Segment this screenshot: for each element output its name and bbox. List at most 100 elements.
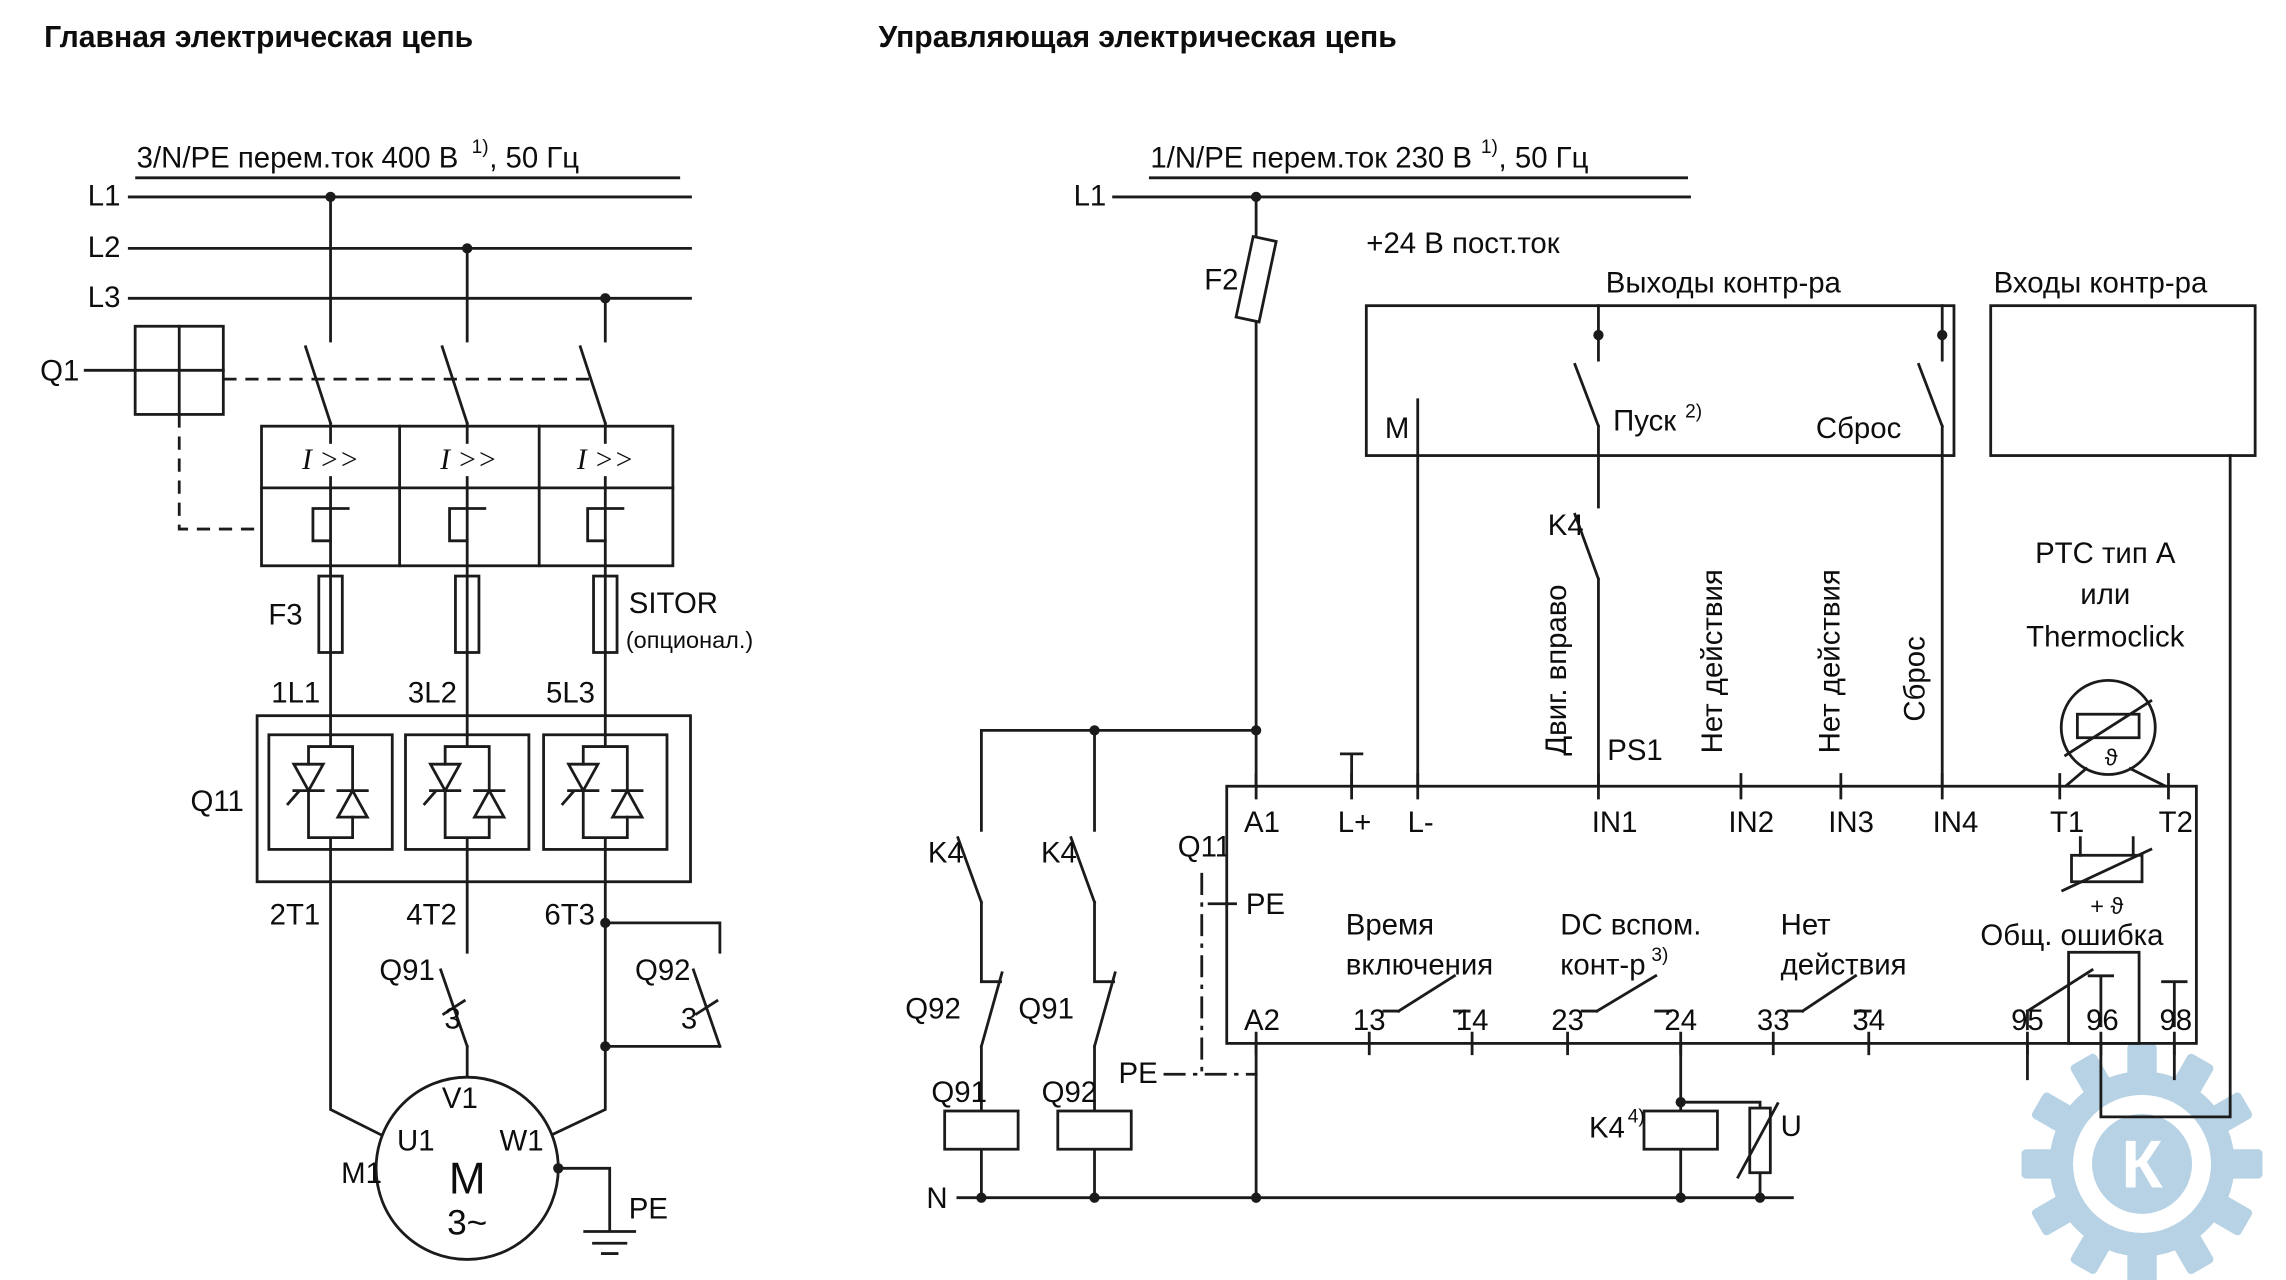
controller-reset-label: Сброс	[1816, 412, 1901, 445]
varistor-body	[1748, 1106, 1772, 1175]
branch-b-wires	[1069, 728, 1117, 1200]
fuses-f3: F3 SITOR (опционал.)	[268, 574, 753, 718]
contactor-ref: Q91	[379, 954, 435, 987]
overcurrent-label: I >>	[576, 444, 634, 476]
contact-33-34	[1786, 973, 1872, 1014]
controller-start-label: Пуск	[1613, 405, 1676, 438]
junction-dot	[1089, 1192, 1100, 1203]
overcurrent-label: I >>	[301, 444, 359, 476]
fn-dc-aux-footnote: 3)	[1651, 945, 1668, 966]
fault-contact-frame	[2067, 950, 2141, 1045]
controller-outputs-title: Выходы контр-ра	[1606, 266, 1842, 299]
controller-m-label: M	[1385, 412, 1409, 445]
coil-q91	[943, 1109, 1020, 1151]
ptc-sensor: PTC тип A или Thermoclick ϑ	[2026, 537, 2185, 789]
junction-dot	[1250, 1192, 1262, 1203]
terminal-24: 24	[1664, 1004, 1697, 1037]
terminal-23: 23	[1551, 1004, 1584, 1037]
k4-contact-ref: K4	[1548, 509, 1584, 542]
trip-unit-dividers	[260, 424, 675, 568]
terminal-95: 95	[2011, 1004, 2044, 1037]
trip-release-hooks	[311, 507, 625, 543]
fuse-conductors	[329, 574, 607, 718]
label-mask	[295, 443, 366, 477]
softstarter-box	[255, 714, 692, 884]
junction-dot	[1250, 725, 1262, 736]
signal-in2-label: Нет действия	[1696, 569, 1729, 753]
contactor-poles: 3	[444, 1003, 460, 1036]
thermistor-resistor	[2070, 853, 2144, 884]
motor-feeders: Q91 3 Q92 3	[329, 880, 722, 1137]
softstarter-ref: Q11	[191, 785, 244, 818]
fn-on-time-1: Время	[1346, 909, 1434, 942]
junction-dot	[600, 1041, 611, 1052]
motor-m1: V1 U1 W1 M 3~ M1	[341, 1075, 560, 1261]
sitor-label: SITOR	[629, 587, 718, 620]
varistor-arrow	[1736, 1101, 1780, 1180]
terminal-in1: IN1	[1592, 806, 1638, 839]
fuse-body	[592, 574, 619, 654]
terminal-label: 4T2	[406, 898, 457, 931]
controller-start-footnote: 2)	[1685, 401, 1702, 422]
signal-ps1-label: PS1	[1607, 734, 1663, 767]
label-mask	[570, 443, 641, 477]
fuse-body-f2	[1234, 234, 1278, 324]
breaker-actuator-cross	[133, 324, 225, 416]
feeder-u1	[329, 880, 383, 1137]
gear-ring	[2049, 1071, 2235, 1257]
fn-dc-aux-1: DC вспом.	[1560, 909, 1701, 942]
terminal-label: 5L3	[546, 676, 595, 709]
label-mask	[433, 443, 504, 477]
terminal-t2: T2	[2159, 806, 2193, 839]
softstarter-q11-power: Q11	[191, 714, 692, 884]
ptc-label-2: или	[2080, 578, 2130, 611]
main-supply-label: 3/N/PE перем.ток 400 В	[137, 142, 459, 175]
control-supply-footnote: 1)	[1481, 137, 1498, 158]
q91-coil-ref: Q91	[931, 1076, 987, 1109]
contactor-poles: 3	[681, 1003, 697, 1036]
bottom-wiring: K4 4) U N	[926, 454, 2232, 1215]
terminal-lminus: L-	[1408, 806, 1434, 839]
pe-label: PE	[629, 1192, 668, 1225]
trip-unit-box	[260, 424, 675, 568]
device-ref: Q11	[1178, 831, 1231, 864]
interlock-branches: K4 K4 Q92 Q91 Q91 Q92	[905, 725, 1262, 1200]
terminal-in2: IN2	[1728, 806, 1774, 839]
earth-icon	[556, 1166, 637, 1255]
thyristor-pair	[542, 714, 669, 884]
sitor-note: (опционал.)	[626, 627, 753, 653]
q92-nc-ref: Q92	[905, 992, 961, 1025]
pe-dashdot	[1163, 872, 1258, 1076]
phase-rails	[127, 195, 692, 300]
controller-inputs-title: Входы контр-ра	[1994, 266, 2208, 299]
lplus-stub	[1339, 752, 1364, 788]
overcurrent-label: I >>	[439, 444, 497, 476]
watermark-logo: К	[2021, 1043, 2263, 1280]
contact-23-24	[1580, 973, 1672, 1013]
terminal-13: 13	[1353, 1004, 1386, 1037]
start-column-wire	[1573, 304, 1601, 788]
fn-on-time-2: включения	[1346, 948, 1493, 981]
main-circuit: Главная электрическая цепь 3/N/PE перем.…	[40, 21, 753, 1261]
terminal-label: 6T3	[544, 898, 595, 931]
terminal-98: 98	[2159, 1004, 2192, 1037]
contact-95-96-98	[2025, 967, 2188, 1031]
junction-dot	[1937, 329, 1948, 341]
control-circuit: Управляющая электрическая цепь L1 1/N/PE…	[879, 21, 2257, 1215]
fuse-body	[454, 574, 481, 654]
terminal-label: 2T1	[270, 898, 321, 931]
rail-label-l2: L2	[88, 231, 121, 264]
control-supply-rail	[1112, 176, 1691, 199]
junction-dot	[1593, 329, 1604, 341]
fn-fault: Общ. ошибка	[1980, 919, 2164, 952]
sensor-resistor	[2075, 712, 2141, 740]
feeder-v1-q91	[438, 880, 469, 1079]
branch-a-wires	[956, 728, 1004, 1200]
dc-supply-label: +24 В пост.ток	[1366, 227, 1559, 260]
fuse-ref: F3	[268, 599, 302, 632]
fn-no-action-1: Нет	[1781, 909, 1831, 942]
terminal-a1: A1	[1244, 806, 1280, 839]
coil-k4	[1642, 1109, 1719, 1151]
contactor-ref: Q92	[635, 954, 691, 987]
